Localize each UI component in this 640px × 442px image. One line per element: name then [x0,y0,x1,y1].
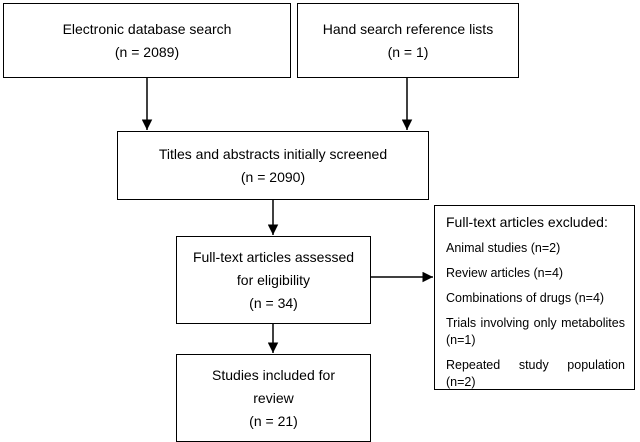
database-search-label: Electronic database search [62,20,232,37]
excluded-item-combinations: Combinations of drugs (n=4) [446,291,605,305]
screened-box: Titles and abstracts initially screened … [117,131,429,200]
full-text-count: (n = 34) [249,294,298,311]
excluded-title: Full-text articles excluded: [446,214,608,230]
full-text-label-line2: for eligibility [236,271,311,288]
hand-search-label: Hand search reference lists [322,20,494,37]
included-label-line1: Studies included for [212,366,335,383]
full-text-label-line1: Full-text articles assessed [192,248,355,265]
included-count: (n = 21) [249,412,298,429]
excluded-articles-box: Full-text articles excluded: Animal stud… [434,205,635,390]
studies-included-box: Studies included for review (n = 21) [176,354,371,442]
screened-count: (n = 2090) [240,168,306,185]
full-text-assessed-box: Full-text articles assessed for eligibil… [176,236,371,324]
excluded-item-review: Review articles (n=4) [446,266,564,280]
hand-search-box: Hand search reference lists (n = 1) [297,3,519,78]
screened-label: Titles and abstracts initially screened [158,145,388,162]
excluded-item-metabolites: Trials involving only metabolites (n=1) [446,316,625,347]
included-label-line2: review [253,389,294,406]
database-search-count: (n = 2089) [114,43,180,60]
excluded-item-repeated: Repeated study population (n=2) [446,358,625,389]
database-search-box: Electronic database search (n = 2089) [3,3,291,78]
excluded-item-animal: Animal studies (n=2) [446,241,561,255]
hand-search-count: (n = 1) [387,43,429,60]
